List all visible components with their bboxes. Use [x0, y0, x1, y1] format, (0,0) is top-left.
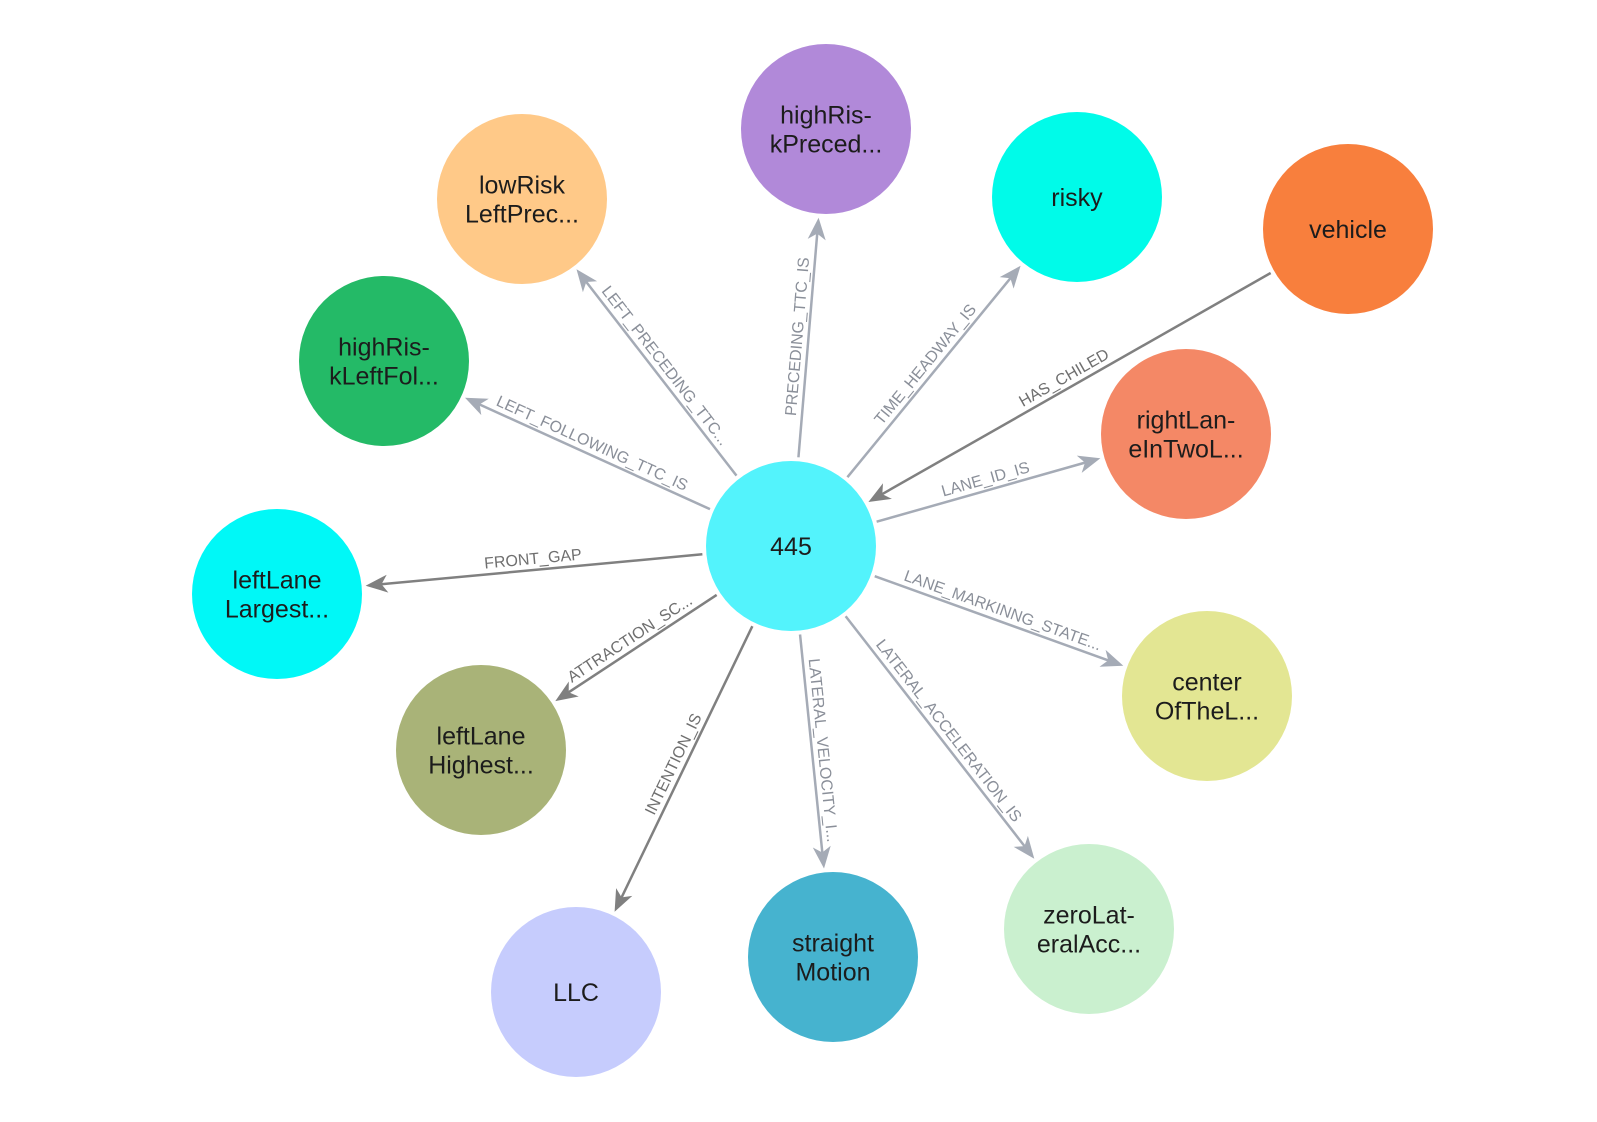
edge-c-n12[interactable]: LATERAL_VELOCITY_I...: [798, 634, 841, 869]
edge-label: LANE_MARKINNG_STATE...: [902, 568, 1104, 655]
node-label: 445: [770, 533, 812, 561]
node-circle[interactable]: [741, 44, 911, 214]
arrowhead-icon: [812, 845, 831, 869]
graph-node[interactable]: LLC: [491, 907, 661, 1077]
node-label: rightLan-: [1137, 407, 1236, 435]
edge-c-n11[interactable]: INTENTION_IS: [614, 625, 754, 912]
edge-label: FRONT_GAP: [484, 547, 583, 573]
node-label: Motion: [795, 959, 870, 987]
graph-node[interactable]: leftLaneLargest...: [192, 509, 362, 679]
edge-c-n1[interactable]: PRECEDING_TTC_IS: [783, 217, 826, 458]
node-circle[interactable]: [748, 872, 918, 1042]
edge-label: LANE_ID_IS: [940, 459, 1032, 500]
graph-node[interactable]: highRis-kPreced...: [741, 44, 911, 214]
edge-label: LATERAL_VELOCITY_I...: [805, 658, 841, 843]
node-circle[interactable]: [491, 907, 661, 1077]
node-label: kLeftFol...: [329, 363, 439, 391]
arrowhead-icon: [1099, 649, 1124, 667]
edge-c-n8[interactable]: LANE_MARKINNG_STATE...: [874, 568, 1124, 667]
edge-label: LATERAL_ACCELERATION_IS: [872, 637, 1024, 826]
graph-node[interactable]: zeroLat-eralAcc...: [1004, 844, 1174, 1014]
edge-line[interactable]: [375, 553, 703, 587]
edge-c-n7[interactable]: FRONT_GAP: [365, 547, 703, 593]
node-circle[interactable]: [192, 509, 362, 679]
node-label: kPreced...: [770, 131, 883, 159]
edge-line[interactable]: [798, 634, 825, 859]
node-label: center: [1172, 669, 1241, 697]
edge-line[interactable]: [617, 625, 754, 904]
arrowhead-icon: [868, 483, 892, 502]
node-label: straight: [792, 930, 874, 958]
node-label: eInTwoL...: [1128, 436, 1243, 464]
node-label: vehicle: [1309, 216, 1387, 244]
graph-node[interactable]: leftLaneHighest...: [396, 665, 566, 835]
edge-c-n9[interactable]: ATTRACTION_SC...: [555, 592, 718, 702]
node-label: lowRisk: [479, 172, 566, 200]
node-circle[interactable]: [706, 461, 876, 631]
edge-line[interactable]: [581, 276, 738, 477]
edge-c-n5[interactable]: LEFT_FOLLOWING_TTC_IS: [465, 393, 711, 511]
arrowhead-icon: [555, 681, 579, 702]
edge-label: INTENTION_IS: [642, 711, 705, 818]
edge-label: ATTRACTION_SC...: [565, 592, 696, 686]
node-label: eralAcc...: [1037, 931, 1141, 959]
graph-node[interactable]: lowRiskLeftPrec...: [437, 114, 607, 284]
edge-line[interactable]: [563, 593, 718, 697]
arrowhead-icon: [465, 397, 489, 416]
edge-line[interactable]: [846, 272, 1016, 478]
arrowhead-icon: [365, 574, 389, 593]
node-label: LLC: [553, 979, 599, 1007]
graph-node[interactable]: risky: [992, 112, 1162, 282]
edge-line[interactable]: [876, 459, 1092, 523]
node-label: LeftPrec...: [465, 201, 579, 229]
graph-node[interactable]: rightLan-eInTwoL...: [1101, 349, 1271, 519]
node-label: Highest...: [428, 752, 534, 780]
edge-line[interactable]: [874, 575, 1115, 664]
arrowhead-icon: [999, 265, 1021, 289]
arrowhead-icon: [807, 217, 826, 241]
arrowhead-icon: [614, 888, 633, 912]
node-label: leftLane: [233, 567, 322, 595]
node-label: OfTheL...: [1155, 698, 1259, 726]
node-circle[interactable]: [992, 112, 1162, 282]
node-label: highRis-: [338, 334, 430, 362]
arrowhead-icon: [576, 269, 598, 293]
arrowhead-icon: [1076, 455, 1101, 473]
node-circle[interactable]: [1004, 844, 1174, 1014]
node-circle[interactable]: [1122, 611, 1292, 781]
graph-node[interactable]: centerOfTheL...: [1122, 611, 1292, 781]
node-circle[interactable]: [437, 114, 607, 284]
node-circle[interactable]: [299, 276, 469, 446]
node-label: Largest...: [225, 596, 329, 624]
edge-label: LEFT_FOLLOWING_TTC_IS: [494, 393, 690, 495]
arrowhead-icon: [1013, 835, 1035, 859]
edge-c-n3[interactable]: TIME_HEADWAY_IS: [846, 265, 1021, 478]
edge-label: LEFT_PRECEDING_TTC...: [598, 283, 732, 449]
node-circle[interactable]: [1263, 144, 1433, 314]
center-node[interactable]: 445: [706, 461, 876, 631]
graph-node[interactable]: vehicle: [1263, 144, 1433, 314]
node-label: zeroLat-: [1043, 902, 1135, 930]
edge-line[interactable]: [844, 615, 1030, 852]
edge-c-n10[interactable]: LATERAL_ACCELERATION_IS: [844, 615, 1035, 859]
graph-node[interactable]: highRis-kLeftFol...: [299, 276, 469, 446]
edge-line[interactable]: [473, 400, 711, 511]
edge-c-n6[interactable]: LANE_ID_IS: [876, 455, 1101, 523]
edge-label: TIME_HEADWAY_IS: [872, 301, 980, 428]
edge-line[interactable]: [876, 271, 1272, 499]
node-label: leftLane: [437, 723, 526, 751]
node-circle[interactable]: [1101, 349, 1271, 519]
edge-line[interactable]: [797, 227, 819, 458]
edge-label: HAS_CHILED: [1016, 346, 1112, 410]
node-circle[interactable]: [396, 665, 566, 835]
node-label: risky: [1051, 184, 1103, 212]
node-label: highRis-: [780, 102, 872, 130]
